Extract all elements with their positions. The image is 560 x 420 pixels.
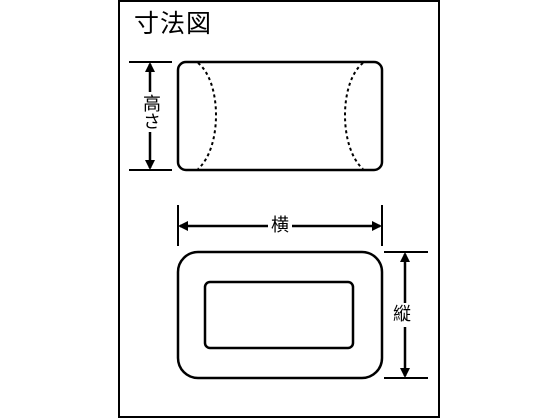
side-view [176,60,384,172]
side-view-right-hidden-line [344,62,364,170]
diagram-title: 寸法図 [134,9,213,38]
side-view-left-hidden-line [197,62,217,170]
side-view-outline [176,60,384,172]
width-label: 横 [268,216,292,236]
diagram-frame [118,0,440,418]
top-view-outer-outline [176,250,384,380]
length-label: 縦 [393,303,411,327]
top-view-inner-window [203,280,355,350]
top-view [176,250,384,380]
height-label: 高さ [140,92,161,132]
